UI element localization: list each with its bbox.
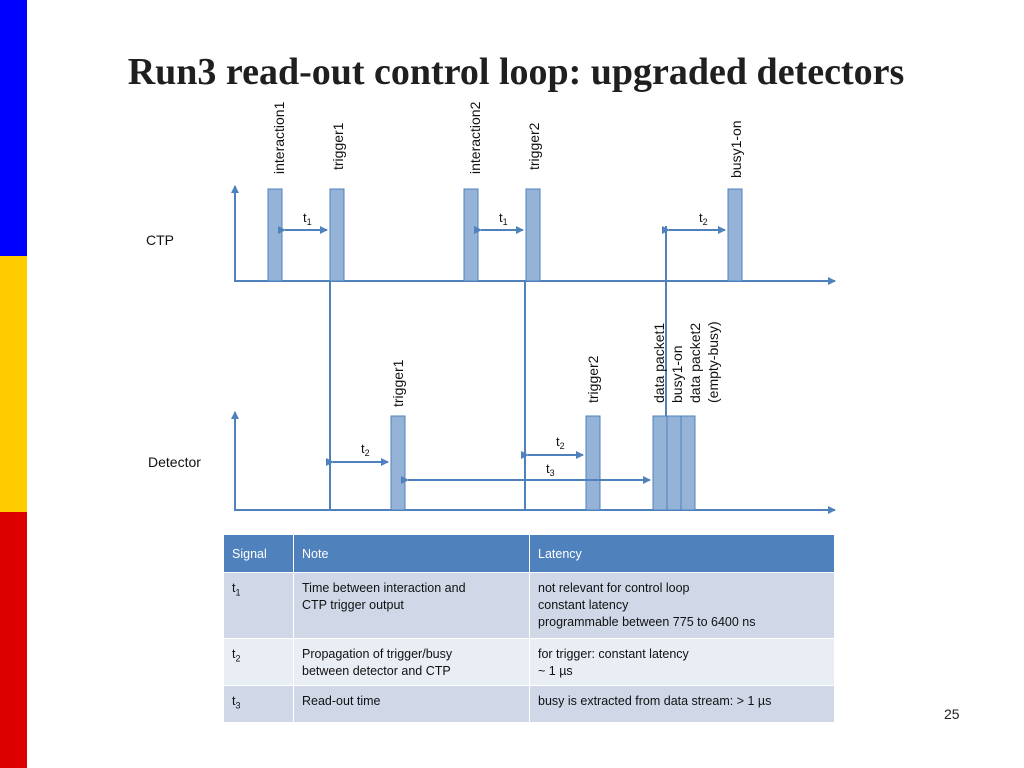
note-cell: Propagation of trigger/busy between dete… — [293, 638, 530, 686]
ctp-interaction2-label: interaction2 — [467, 101, 483, 174]
table-row: t3 Read-out time busy is extracted from … — [223, 685, 835, 723]
detector-t3-label: t3 — [546, 461, 555, 478]
empty-busy-label: (empty-busy) — [705, 321, 721, 403]
latency-cell: busy is extracted from data stream: > 1 … — [529, 685, 835, 723]
timing-diagram: t1 t1 t2 t2 t2 t3 CTP Detector interacti… — [146, 101, 836, 514]
side-bar-red — [0, 512, 27, 768]
ctp-interaction1-bar — [267, 188, 283, 282]
detector-trigger1-bar — [390, 415, 406, 511]
ctp-trigger1-label: trigger1 — [330, 122, 346, 170]
ctp-trigger2-bar — [525, 188, 541, 282]
detector-busy1-on-bar — [666, 415, 682, 511]
side-bar-blue — [0, 0, 27, 256]
ctp-trigger2-label: trigger2 — [526, 122, 542, 170]
ctp-t1-label-b: t1 — [499, 210, 508, 227]
page-number: 25 — [944, 706, 960, 722]
detector-t2-label-b: t2 — [556, 434, 565, 451]
ctp-t2-label: t2 — [699, 210, 708, 227]
latency-cell: not relevant for control loop constant l… — [529, 572, 835, 639]
ctp-busy1-on-bar — [727, 188, 743, 282]
detector-trigger2-label: trigger2 — [585, 355, 601, 403]
header-note: Note — [293, 534, 530, 573]
header-signal: Signal — [223, 534, 294, 573]
detector-axes — [231, 411, 836, 514]
ctp-interaction1-label: interaction1 — [271, 101, 287, 174]
detector-t2-label-a: t2 — [361, 441, 370, 458]
table-row: t1 Time between interaction and CTP trig… — [223, 572, 835, 639]
table-row: t2 Propagation of trigger/busy between d… — [223, 638, 835, 686]
note-cell: Time between interaction and CTP trigger… — [293, 572, 530, 639]
latency-table: Signal Note Latency t1 Time between inte… — [223, 534, 835, 723]
detector-trigger2-bar — [585, 415, 601, 511]
slide-title: Run3 read-out control loop: upgraded det… — [127, 51, 905, 93]
ctp-row-label: CTP — [146, 232, 174, 248]
detector-row-label: Detector — [148, 454, 201, 470]
detector-data-packet1-bar — [652, 415, 668, 511]
ctp-t1-label-a: t1 — [303, 210, 312, 227]
ctp-busy1-on-label: busy1-on — [728, 120, 744, 178]
ctp-interaction2-bar — [463, 188, 479, 282]
ctp-trigger1-bar — [329, 188, 345, 282]
latency-cell: for trigger: constant latency ~ 1 µs — [529, 638, 835, 686]
header-latency: Latency — [529, 534, 835, 573]
data-packet2-label: data packet2 — [687, 323, 703, 403]
signal-cell: t1 — [223, 572, 294, 639]
table-header-row: Signal Note Latency — [223, 534, 835, 573]
detector-trigger1-label: trigger1 — [390, 359, 406, 407]
detector-data-packet2-bar — [680, 415, 696, 511]
note-cell: Read-out time — [293, 685, 530, 723]
signal-cell: t2 — [223, 638, 294, 686]
signal-cell: t3 — [223, 685, 294, 723]
data-packet1-label: data packet1 — [651, 323, 667, 403]
busy1-on-detector-label: busy1-on — [669, 345, 685, 403]
side-bar-yellow — [0, 256, 27, 512]
